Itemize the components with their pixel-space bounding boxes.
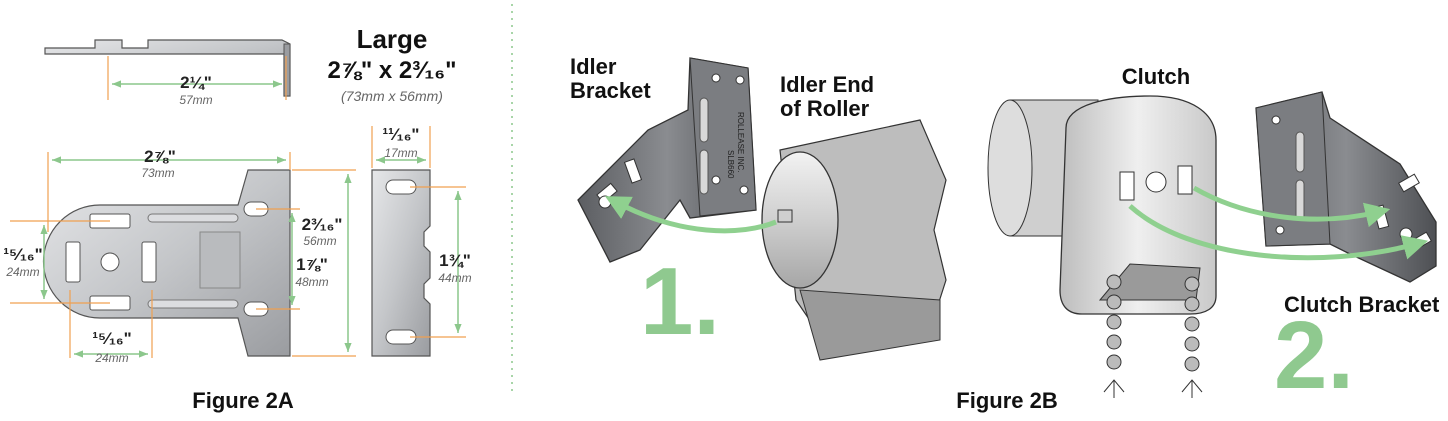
size-metric: (73mm x 56mm) (341, 88, 443, 104)
idler-bracket-label-2: Bracket (570, 78, 651, 103)
figure-2a-caption: Figure 2A (192, 388, 294, 413)
width-metric: 73mm (141, 166, 174, 180)
step1-arrow (604, 196, 777, 234)
bead-chain (1103, 274, 1203, 398)
left-height-metric: 24mm (5, 265, 39, 279)
idler-bracket-stamp-2: ROLLEASE INC. (736, 112, 745, 172)
step2-number: 2. (1274, 302, 1354, 409)
side-width-dimension: ¹¹⁄₁₆" (383, 125, 420, 144)
step1-number: 1. (640, 248, 720, 355)
height-dimension: 2³⁄₁₆" (302, 215, 343, 234)
step2-arrow-lower (1128, 204, 1429, 261)
height-metric: 56mm (303, 234, 336, 248)
bracket-side-view (371, 126, 466, 357)
slot-spacing-metric: 48mm (295, 275, 328, 289)
bracket-top-view (44, 39, 291, 100)
width-dimension: 2⅞" (144, 147, 176, 166)
idler-end-label-2: of Roller (780, 96, 870, 121)
idler-bracket-label-1: Idler (570, 54, 617, 79)
step2-arrow-upper (1192, 185, 1391, 228)
clutch-assembly (987, 95, 1217, 315)
figure-2b-caption: Figure 2B (956, 388, 1057, 413)
top-depth-metric: 57mm (179, 93, 212, 107)
top-depth-dimension: 2¼" (180, 73, 212, 92)
size-value: 2⅞" x 2³⁄₁₆" (328, 57, 457, 84)
front-view-dimensions (10, 152, 356, 358)
slot-spacing-dimension: 1⅞" (296, 255, 328, 274)
size-title: Large (357, 24, 428, 54)
clutch-bracket (1255, 91, 1437, 283)
bottom-width-dimension: ¹⁵⁄₁₆" (92, 329, 131, 348)
clutch-label: Clutch (1122, 64, 1190, 89)
bracket-front-view (42, 169, 291, 357)
side-width-metric: 17mm (384, 146, 417, 160)
figure-2a: 2¼" 57mm Large 2⅞" x 2³⁄₁₆" (73mm x 56mm… (3, 24, 471, 413)
bottom-width-metric: 24mm (94, 351, 128, 365)
side-hole-spacing-dimension: 1¾" (439, 251, 471, 270)
figure-2b: SLB660 ROLLEASE INC. Idler Bracket Idler… (570, 54, 1440, 413)
idler-end-label-1: Idler End (780, 72, 874, 97)
idler-bracket-stamp: SLB660 (726, 150, 735, 179)
clutch-bracket-label: Clutch Bracket (1284, 292, 1440, 317)
left-height-dimension: ¹⁵⁄₁₆" (3, 245, 42, 264)
side-hole-spacing-metric: 44mm (438, 271, 471, 285)
roller (761, 119, 947, 361)
